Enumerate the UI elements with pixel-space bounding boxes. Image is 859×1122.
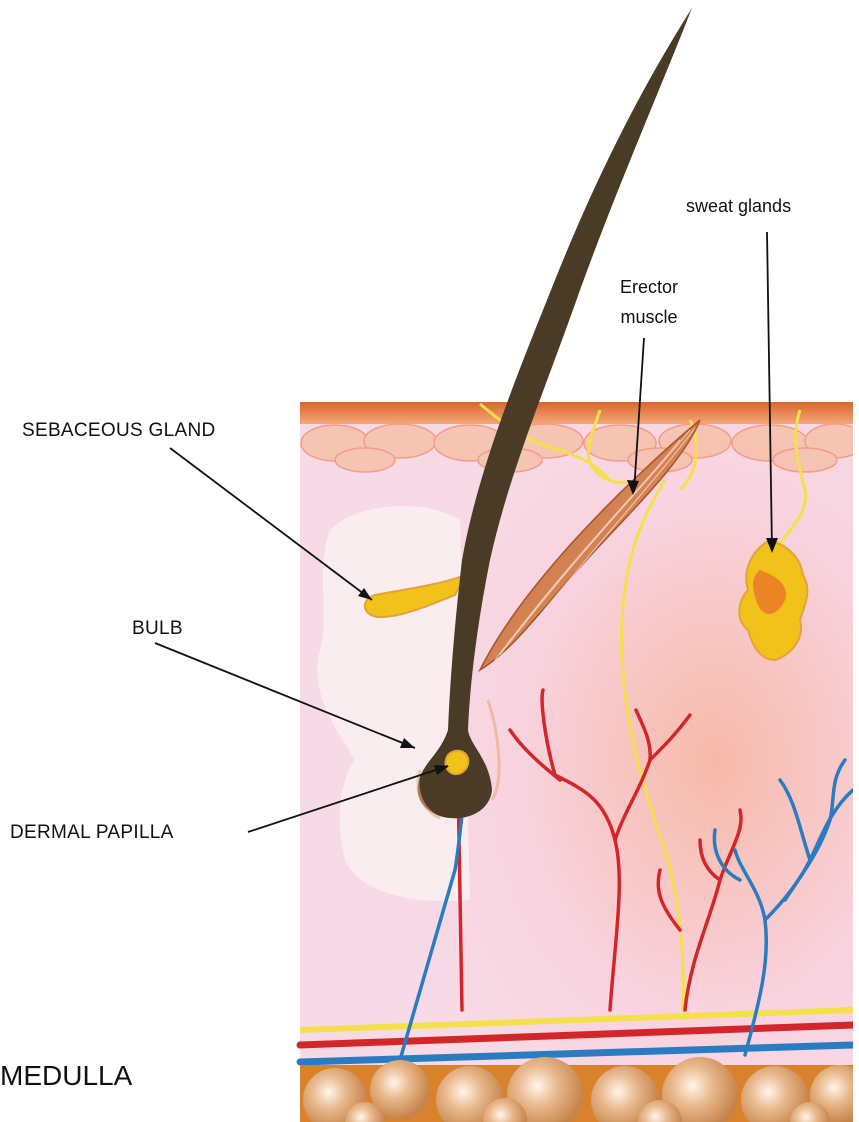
label-sweat-glands: sweat glands [686,196,791,217]
label-bulb: BULB [132,618,183,640]
dermal-papilla [446,751,469,774]
label-dermal-papilla: DERMAL PAPILLA [10,822,174,844]
label-erector-line2: muscle [594,302,704,332]
label-erector-muscle: Erector muscle [594,272,704,332]
label-erector-line1: Erector [594,272,704,302]
label-medulla: MEDULLA [0,1060,132,1092]
skin-right-edge [853,402,859,1122]
label-sebaceous-gland: SEBACEOUS GLAND [22,420,216,442]
